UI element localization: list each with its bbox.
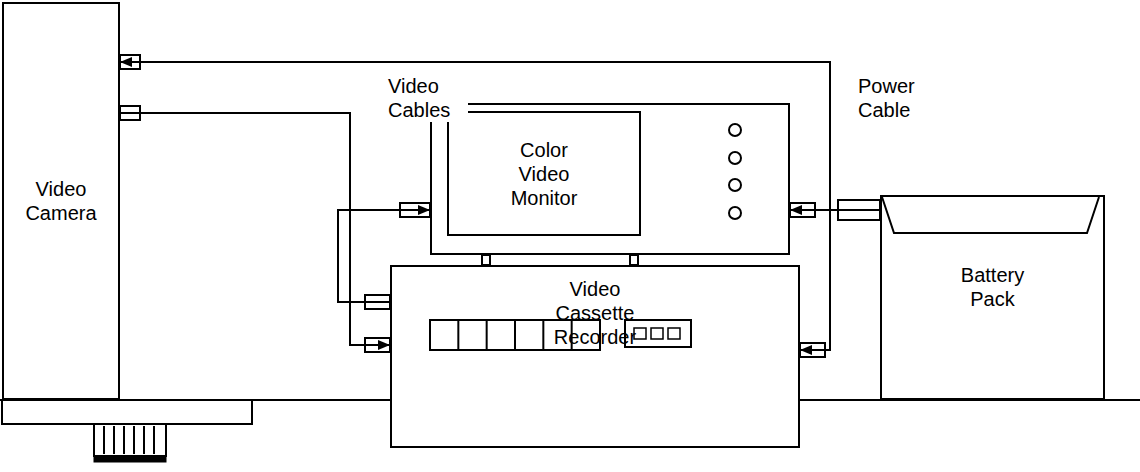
- counter-digit: [668, 328, 680, 339]
- cable-line: [800, 210, 880, 350]
- equipment-name: Color Video Monitor: [498, 138, 590, 210]
- monitor-box: Color Video Monitor: [430, 103, 790, 255]
- cable-label: Power Cable: [858, 74, 938, 122]
- mounting-plate: [2, 400, 252, 424]
- cable-line: [120, 113, 390, 345]
- text-area: Video Cassette Recorder: [392, 273, 798, 353]
- battery-lid: [882, 197, 1099, 233]
- lens-ridges: [104, 426, 154, 454]
- text-area: Video Camera: [4, 4, 118, 398]
- control-knob: [729, 207, 741, 219]
- monitor-foot: [630, 255, 638, 265]
- counter-digit: [651, 328, 663, 339]
- monitor-screen: [448, 112, 640, 235]
- equipment-name: Battery Pack: [947, 263, 1039, 311]
- lens-front: [94, 456, 166, 462]
- video-camera-box: Video Camera: [2, 2, 120, 400]
- monitor-feet: [482, 255, 638, 265]
- battery-pack-box: Battery Pack: [880, 195, 1105, 400]
- text-area: Battery Pack: [882, 237, 1103, 337]
- vcr-box: Video Cassette Recorder: [390, 265, 800, 448]
- monitor-box-detail: [432, 105, 788, 253]
- control-knob: [729, 124, 741, 136]
- cable-label: Video Cables: [388, 74, 468, 122]
- text-area: Color Video Monitor: [448, 112, 640, 235]
- camera-lens: [94, 424, 166, 462]
- equipment-name: Video Camera: [15, 177, 107, 225]
- control-knob: [729, 179, 741, 191]
- equipment-name: Video Cassette Recorder: [549, 277, 641, 349]
- control-knob: [729, 152, 741, 164]
- lens-barrel: [94, 424, 166, 456]
- monitor-foot: [482, 255, 490, 265]
